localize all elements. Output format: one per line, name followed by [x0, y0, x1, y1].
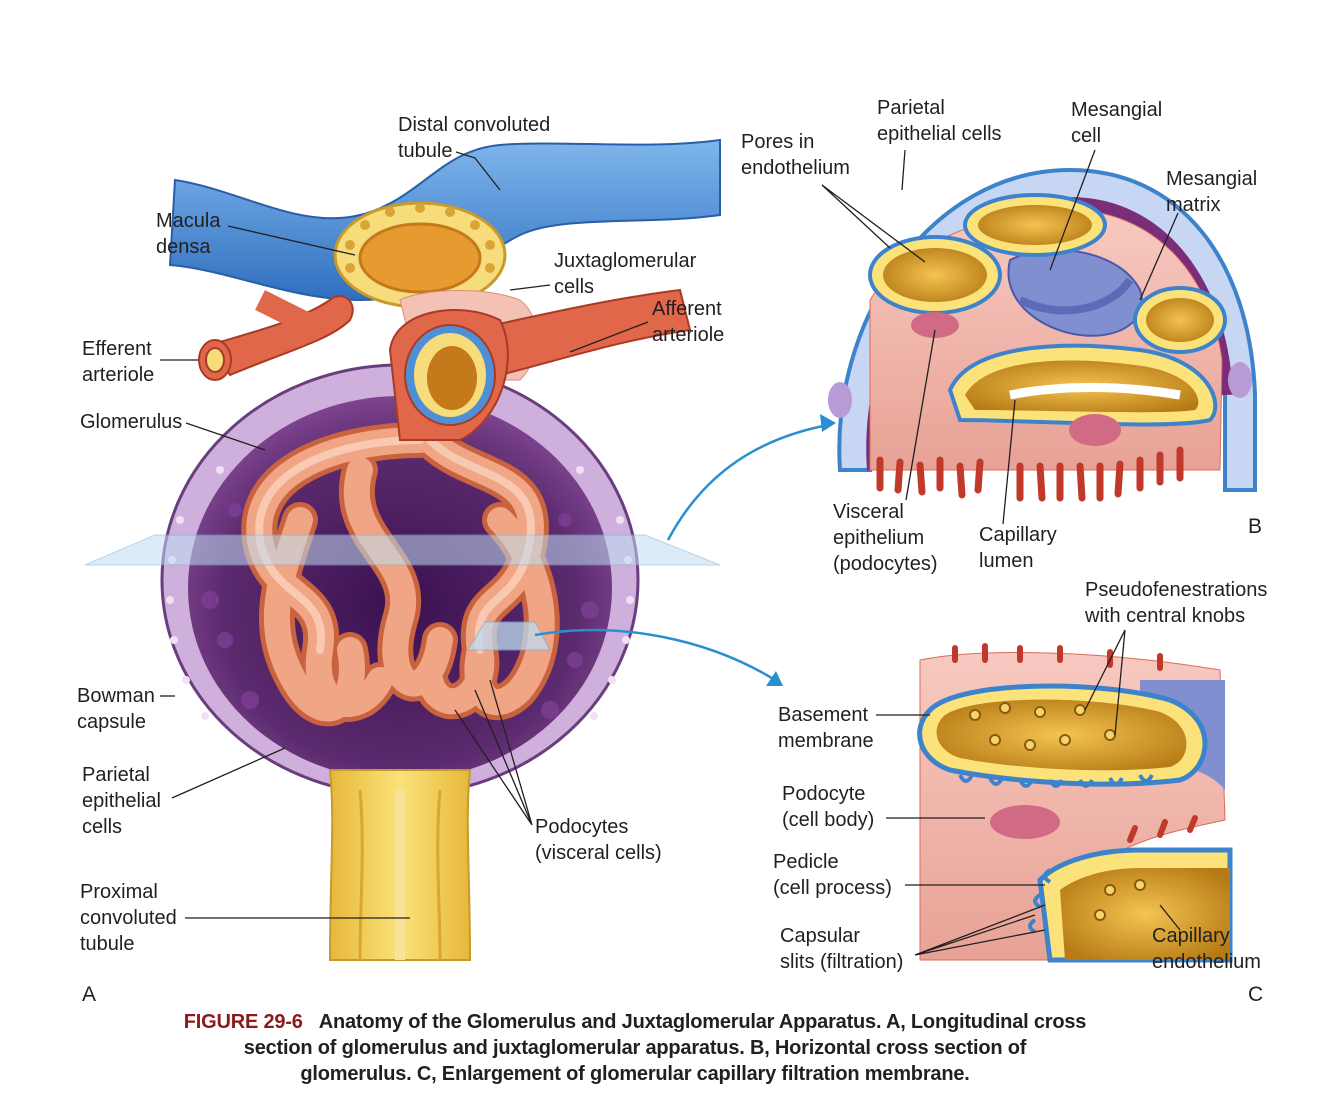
- connector-arrows: [534, 423, 829, 682]
- label-line: cell: [1071, 125, 1102, 147]
- label-line: Parietal: [877, 97, 945, 119]
- label-parietal-epithelial-cells-a: Parietal epithelial cells: [82, 762, 161, 840]
- figure-number: FIGURE 29-6: [183, 1011, 303, 1033]
- label-line: densa: [156, 236, 211, 258]
- arrow-to-c: [534, 628, 776, 682]
- pedicle-fringe-c: [958, 774, 1154, 934]
- label-line: (podocytes): [833, 553, 938, 575]
- label-macula-densa: Macula densa: [156, 208, 220, 260]
- label-line: convoluted: [80, 907, 177, 929]
- label-line: matrix: [1166, 194, 1221, 216]
- label-line: Podocytes: [535, 816, 629, 838]
- label-line: Mesangial: [1166, 168, 1258, 190]
- panel-b-drawing: [828, 167, 1257, 502]
- label-parietal-epithelial-cells-b: Parietal epithelial cells: [877, 95, 1002, 147]
- label-line: Visceral: [833, 501, 904, 523]
- label-line: Juxtaglomerular: [554, 250, 697, 272]
- capsule-texture: [201, 503, 599, 719]
- label-line: arteriole: [82, 364, 155, 386]
- glomerular-capillaries: [241, 422, 560, 727]
- label-line: Macula: [156, 210, 221, 232]
- label-pores-in-endothelium: Pores in endothelium: [741, 129, 850, 181]
- label-capsular-slits: Capsular slits (filtration): [780, 923, 903, 975]
- section-plane-b: [84, 534, 721, 566]
- label-line: (cell body): [782, 809, 875, 831]
- label-basement-membrane: Basement membrane: [778, 702, 874, 754]
- caption-line-2: section of glomerulus and juxtaglomerula…: [243, 1037, 1027, 1059]
- label-line: lumen: [979, 550, 1034, 572]
- label-line: Podocyte: [782, 783, 866, 805]
- label-line: capsule: [77, 711, 146, 733]
- label-proximal-convoluted-tubule: Proximal convoluted tubule: [80, 879, 177, 957]
- label-line: Capsular: [780, 925, 861, 947]
- mesangial-cell: [1007, 249, 1143, 337]
- panel-letter-b: B: [1248, 515, 1263, 538]
- label-line: Glomerulus: [80, 411, 183, 433]
- label-afferent-arteriole: Afferent arteriole: [652, 296, 724, 348]
- endothelial-knobs: [969, 702, 1116, 751]
- label-line: arteriole: [652, 324, 725, 346]
- label-line: epithelial cells: [877, 123, 1002, 145]
- label-line: Pseudofenestrations: [1085, 579, 1268, 601]
- section-plane-c: [467, 621, 551, 651]
- label-line: Distal convoluted: [398, 114, 551, 136]
- label-visceral-epithelium: Visceral epithelium (podocytes): [833, 499, 938, 577]
- caption-text-1: Anatomy of the Glomerulus and Juxtaglome…: [318, 1011, 1087, 1033]
- pedicle-fringe-b: [876, 446, 1184, 502]
- label-line: tubule: [398, 140, 453, 162]
- panel-a-drawing: [84, 138, 721, 961]
- figure-caption: FIGURE 29-6 Anatomy of the Glomerulus and…: [0, 1009, 1270, 1087]
- label-line: epithelium: [833, 527, 925, 549]
- label-podocytes: Podocytes (visceral cells): [535, 814, 662, 866]
- label-podocyte-cell-body: Podocyte (cell body): [782, 781, 874, 833]
- panel-letter-a: A: [82, 983, 97, 1006]
- label-line: Parietal: [82, 764, 150, 786]
- label-line: membrane: [778, 730, 874, 752]
- label-glomerulus: Glomerulus: [80, 409, 182, 435]
- label-line: Proximal: [80, 881, 158, 903]
- label-mesangial-matrix: Mesangial matrix: [1166, 166, 1257, 218]
- efferent-arteriole: [208, 295, 354, 377]
- label-line: Basement: [778, 704, 869, 726]
- label-line: Mesangial: [1071, 99, 1163, 121]
- label-juxtaglomerular-cells: Juxtaglomerular cells: [554, 248, 696, 300]
- panel-letter-c: C: [1248, 983, 1264, 1006]
- label-line: cells: [554, 276, 595, 298]
- label-line: Pores in: [741, 131, 815, 153]
- caption-line-3: glomerulus. C, Enlargement of glomerular…: [300, 1063, 970, 1085]
- label-line: (cell process): [773, 877, 892, 899]
- label-line: Bowman: [77, 685, 155, 707]
- label-distal-convoluted-tubule: Distal convoluted tubule: [398, 112, 550, 164]
- afferent-arteriole: [468, 288, 692, 377]
- label-line: Capillary: [1152, 925, 1230, 947]
- label-line: Pedicle: [773, 851, 839, 873]
- label-line: (visceral cells): [535, 842, 662, 864]
- panel-c-drawing: [917, 643, 1233, 963]
- label-mesangial-cell: Mesangial cell: [1071, 97, 1162, 149]
- label-line: endothelium: [1152, 951, 1261, 973]
- leader-lines: [160, 149, 1181, 956]
- label-line: Afferent: [652, 298, 722, 320]
- label-efferent-arteriole: Efferent arteriole: [82, 336, 154, 388]
- label-line: Capillary: [979, 524, 1057, 546]
- label-line: cells: [82, 816, 123, 838]
- label-pedicle: Pedicle (cell process): [773, 849, 892, 901]
- label-line: endothelium: [741, 157, 850, 179]
- label-capillary-lumen: Capillary lumen: [979, 522, 1057, 574]
- label-line: Efferent: [82, 338, 152, 360]
- label-line: epithelial: [82, 790, 161, 812]
- label-pseudofenestrations: Pseudofenestrations with central knobs: [1085, 577, 1267, 629]
- arrow-to-b: [666, 423, 829, 541]
- label-line: slits (filtration): [780, 951, 904, 973]
- label-bowman-capsule: Bowman capsule: [77, 683, 155, 735]
- caption-line-1: FIGURE 29-6 Anatomy of the Glomerulus and…: [0, 1009, 1270, 1035]
- label-line: with central knobs: [1085, 605, 1246, 627]
- label-line: tubule: [80, 933, 135, 955]
- label-capillary-endothelium: Capillary endothelium: [1152, 923, 1261, 975]
